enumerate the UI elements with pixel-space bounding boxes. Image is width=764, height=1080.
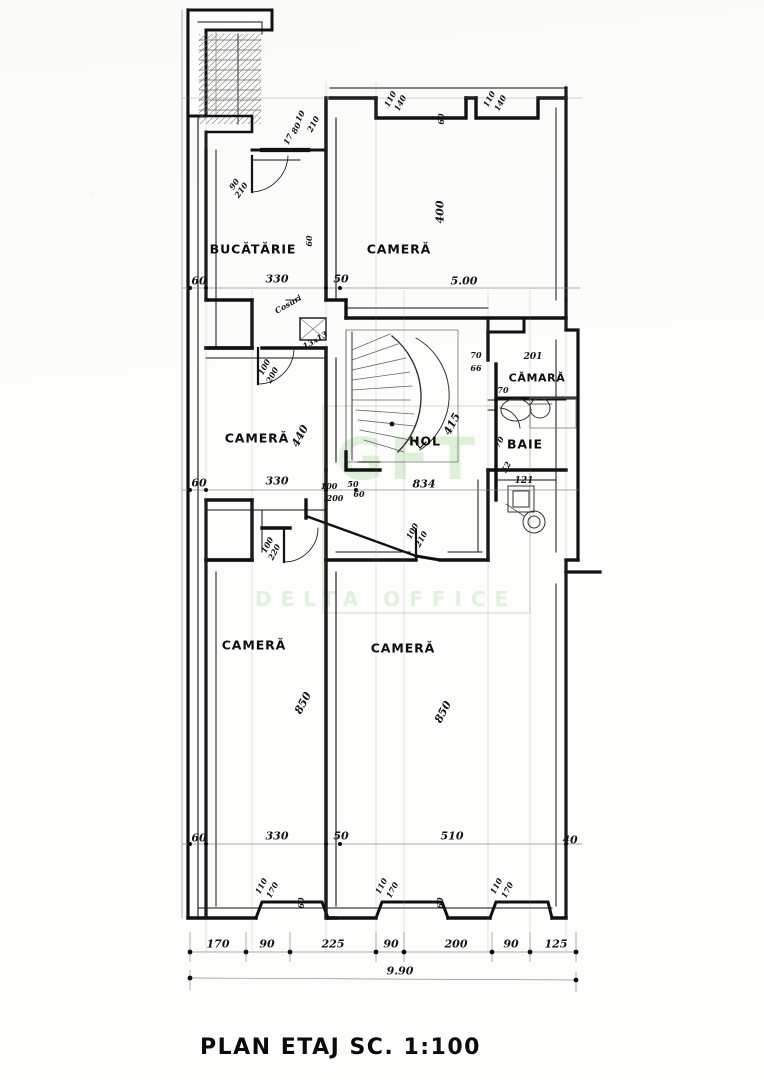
opening-window-s2-sill: 60 — [435, 897, 445, 909]
dimension-hol-length: 834 — [412, 477, 436, 491]
dimension-chain-90-a: 90 — [259, 937, 275, 951]
dimension-chain-total: 9.90 — [386, 964, 414, 978]
dimension-bucatarie-width: 330 — [265, 272, 289, 286]
dimension-chain-90-b: 90 — [383, 937, 399, 951]
dimension-chain-225: 225 — [321, 937, 345, 951]
dimension-camera-sud-vest-width: 330 — [265, 829, 289, 843]
opening-door-hol-a-width: 100 — [320, 481, 338, 491]
room-label-hol: HOL — [409, 433, 441, 449]
dimension-camara-width: 201 — [523, 352, 543, 362]
plan-title: PLAN ETAJ SC. 1:100 — [200, 1035, 481, 1060]
room-label-camera-sud-vest: CAMERĂ — [221, 637, 287, 653]
dimension-camera-sud-est-width: 510 — [440, 829, 464, 843]
opening-door-camara-height: 66 — [470, 363, 482, 373]
opening-window-n1-sill: 60 — [436, 113, 446, 125]
opening-door-camara-width: 70 — [470, 350, 482, 360]
opening-kitchen-60: 60 — [304, 235, 314, 247]
dimension-camera-nord-depth: 400 — [433, 200, 447, 224]
opening-door-hol-a-height: 200 — [326, 493, 344, 503]
opening-door-hol-b-width: 50 — [347, 479, 359, 489]
room-label-camera-nord: CAMERĂ — [366, 241, 432, 257]
dimension-left-60-mid: 60 — [191, 476, 207, 490]
room-label-camera-sud-est: CAMERĂ — [370, 640, 436, 656]
room-label-baie: BAIE — [507, 436, 543, 452]
opening-door-hol-b-height: 60 — [353, 489, 365, 499]
room-label-camera-vest: CAMERĂ — [224, 430, 290, 446]
opening-door-camara-b: 70 — [497, 385, 509, 395]
room-label-camara: CĂMARĂ — [508, 371, 566, 385]
dimension-left-60-bottom: 60 — [191, 831, 207, 845]
room-label-bucatarie: BUCĂTĂRIE — [209, 241, 297, 257]
dimension-baie-width: 121 — [514, 476, 534, 486]
dimension-left-60-top: 60 — [191, 274, 207, 288]
dimension-camera-vest-width: 330 — [265, 474, 289, 488]
dimension-right-40: 40 — [562, 833, 578, 847]
dimension-wall-50-south: 50 — [333, 829, 349, 843]
dimension-chain-200: 200 — [444, 937, 468, 951]
dimension-chain-170: 170 — [206, 937, 230, 951]
dimension-wall-50-north: 50 — [333, 272, 349, 286]
dimension-chain-125: 125 — [544, 937, 568, 951]
opening-window-s1-sill: 60 — [296, 897, 306, 909]
dimension-chain-90-c: 90 — [503, 937, 519, 951]
dimension-camera-nord-width: 5.00 — [450, 274, 478, 288]
